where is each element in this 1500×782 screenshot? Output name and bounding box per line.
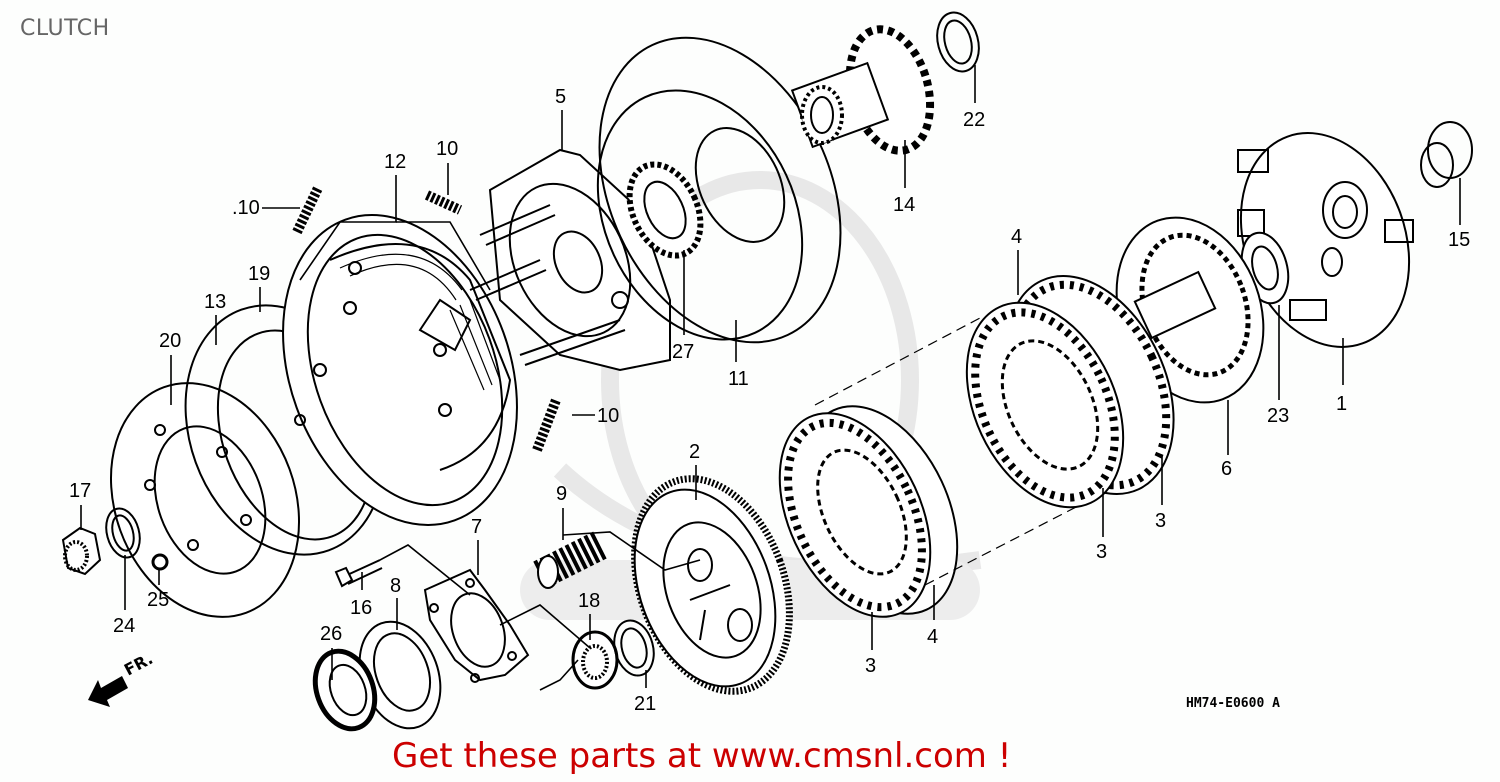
part-10-spring-upper[interactable]	[424, 190, 463, 215]
callout-18[interactable]: 18	[578, 590, 600, 612]
part-10-spring-upper-left[interactable]	[292, 185, 323, 235]
part-12-clutch-weight-assembly[interactable]	[242, 182, 558, 558]
callout-20[interactable]: 20	[159, 330, 181, 352]
callout-25[interactable]: 25	[147, 589, 169, 611]
part-18-nut[interactable]	[571, 630, 619, 690]
part-3-4-plate-stack-lower[interactable]	[750, 382, 989, 641]
callout-2[interactable]: 2	[689, 441, 700, 463]
callout-23[interactable]: 23	[1267, 405, 1289, 427]
callout-3[interactable]: 3	[865, 655, 876, 677]
part-8-oil-seal[interactable]	[345, 610, 454, 739]
callout-4[interactable]: 4	[1011, 226, 1022, 248]
part-16-bolt[interactable]	[334, 559, 383, 588]
callout-8[interactable]: 8	[390, 575, 401, 597]
part-7-bracket[interactable]	[423, 568, 530, 683]
part-22-washer[interactable]	[931, 8, 985, 76]
callout-labels: 1 2 3 3 3 4 4 5 6 7 8 9 10 .10 10 11 12 …	[69, 86, 1470, 715]
callout-3[interactable]: 3	[1155, 510, 1166, 532]
part-3-4-plate-stack-upper[interactable]	[936, 249, 1207, 532]
callout-10[interactable]: 10	[597, 405, 619, 427]
callout-24[interactable]: 24	[113, 615, 135, 637]
promo-link[interactable]: Get these parts at www.cmsnl.com !	[392, 736, 1012, 776]
part-27-needle-bearing[interactable]	[616, 153, 715, 267]
callout-21[interactable]: 21	[634, 693, 656, 715]
callout-3[interactable]: 3	[1096, 541, 1107, 563]
callout-22[interactable]: 22	[963, 109, 985, 131]
part-9-spring[interactable]	[533, 531, 607, 589]
callout-5[interactable]: 5	[555, 86, 566, 108]
front-direction-arrow: FR.	[88, 649, 156, 707]
alignment-line	[924, 504, 1081, 586]
callout-15[interactable]: 15	[1448, 229, 1470, 251]
part-14-primary-gear[interactable]	[790, 20, 943, 159]
callout-16[interactable]: 16	[350, 597, 372, 619]
callout-10[interactable]: .10	[232, 197, 260, 219]
callout-19[interactable]: 19	[248, 263, 270, 285]
part-24-washer[interactable]	[101, 505, 145, 562]
part-2-drive-gear[interactable]	[607, 457, 818, 713]
part-21-washer[interactable]	[608, 616, 659, 680]
callout-17[interactable]: 17	[69, 480, 91, 502]
part-25-cap[interactable]	[151, 553, 169, 571]
callout-9[interactable]: 9	[556, 483, 567, 505]
callout-14[interactable]: 14	[893, 194, 915, 216]
leader-lines	[80, 65, 1461, 691]
callout-10[interactable]: 10	[436, 138, 458, 160]
part-17-lock-nut[interactable]	[61, 526, 102, 576]
part-11-clutch-outer[interactable]	[553, 0, 888, 381]
callout-4[interactable]: 4	[927, 626, 938, 648]
callout-26[interactable]: 26	[320, 623, 342, 645]
part-15-collar[interactable]	[1420, 121, 1473, 188]
front-label: FR.	[121, 649, 156, 680]
callout-6[interactable]: 6	[1221, 458, 1232, 480]
diagram-code: HM74-E0600 A	[1186, 696, 1280, 711]
page-title: CLUTCH	[20, 16, 110, 41]
callout-7[interactable]: 7	[471, 516, 482, 538]
callout-1[interactable]: 1	[1336, 393, 1347, 415]
callout-13[interactable]: 13	[204, 291, 226, 313]
callout-12[interactable]: 12	[384, 151, 406, 173]
part-5-drive-plate[interactable]	[469, 148, 671, 372]
part-10-spring-lower[interactable]	[532, 398, 561, 452]
callout-11[interactable]: 11	[728, 368, 749, 390]
callout-27[interactable]: 27	[672, 341, 694, 363]
